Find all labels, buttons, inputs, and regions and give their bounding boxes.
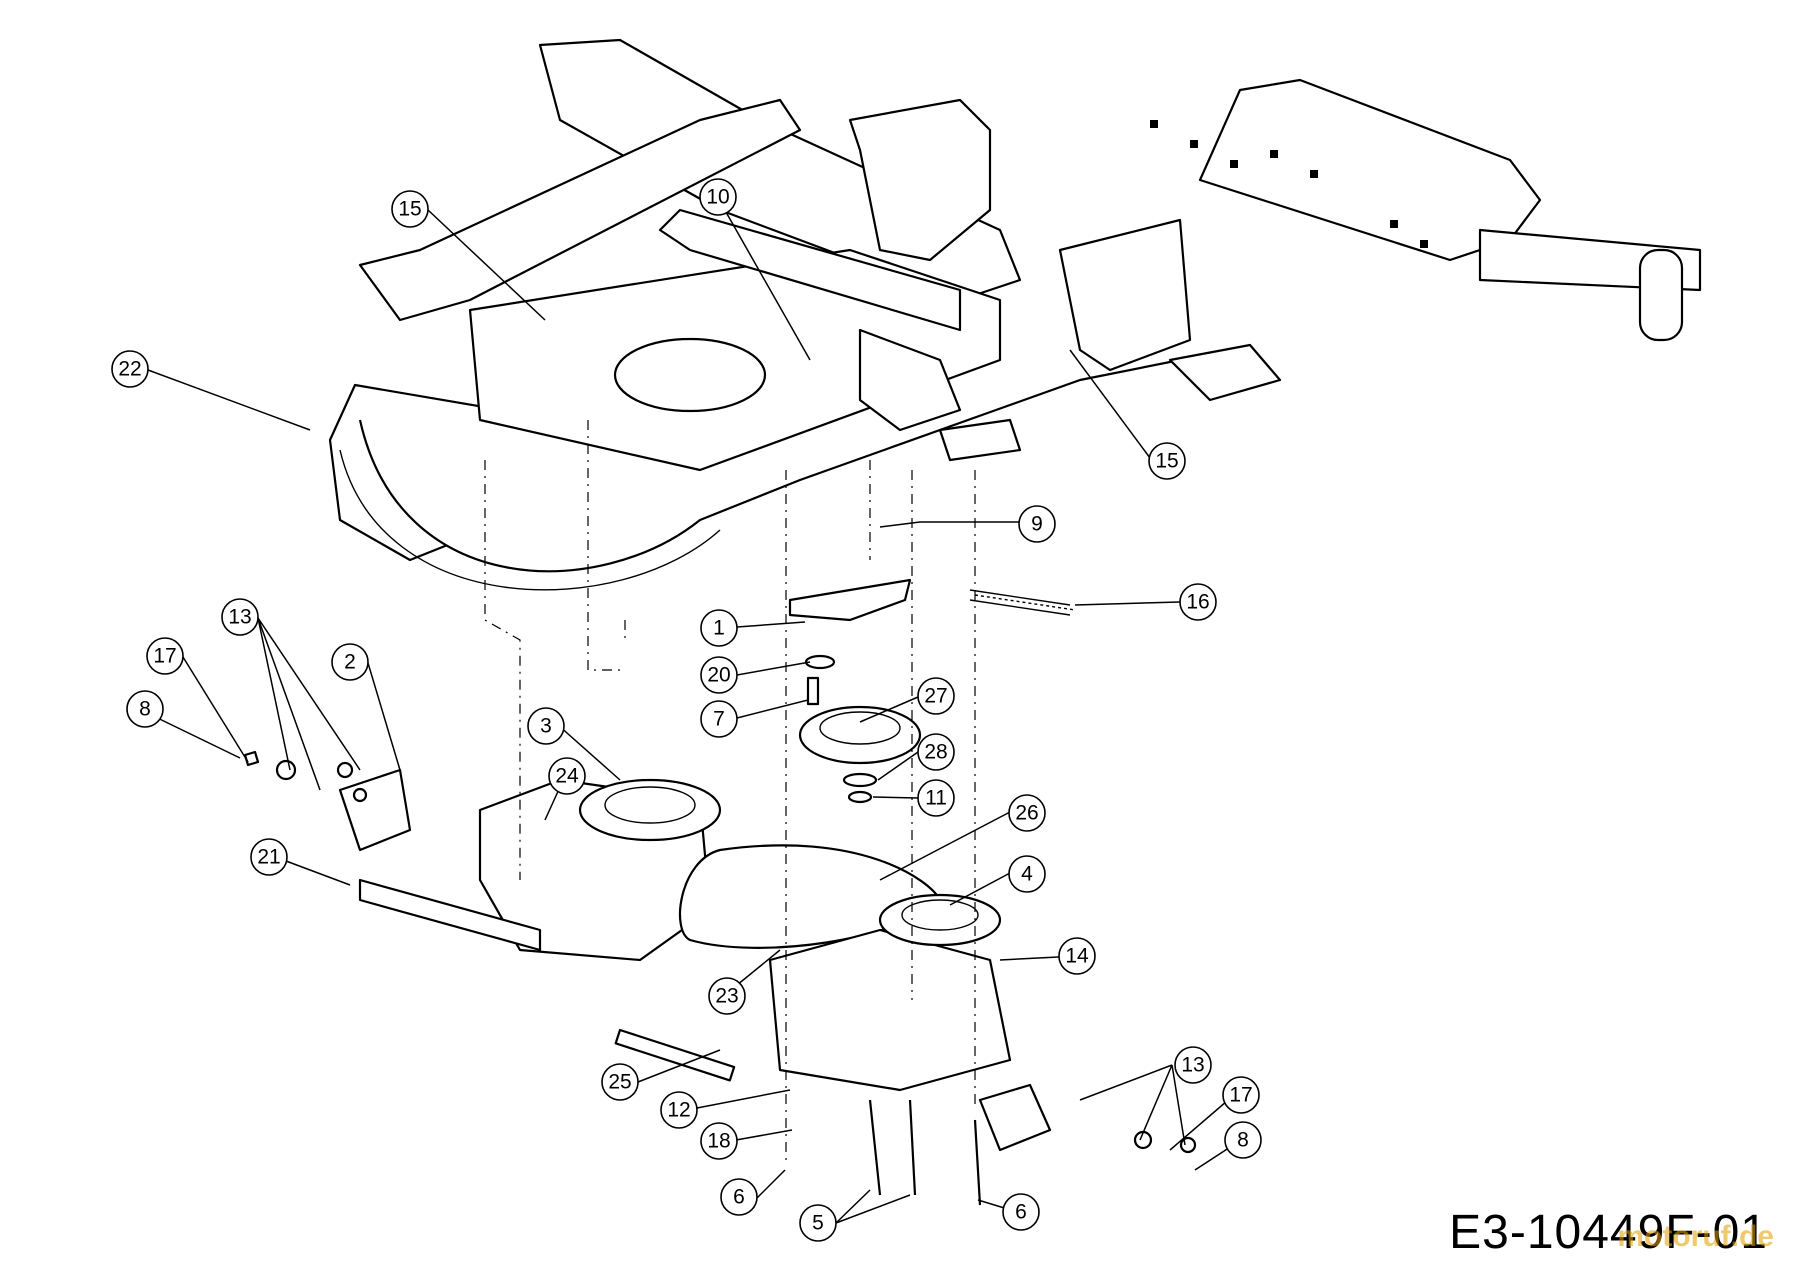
callout-7: 7 <box>700 700 738 738</box>
svg-text:11: 11 <box>925 787 947 810</box>
callout-2: 2 <box>331 643 369 681</box>
svg-text:17: 17 <box>153 645 176 668</box>
callout-1: 1 <box>700 609 738 647</box>
callout-13-right: 13 <box>1174 1046 1212 1084</box>
svg-text:23: 23 <box>715 985 738 1008</box>
svg-text:7: 7 <box>713 708 725 731</box>
callout-20: 20 <box>700 656 738 694</box>
callout-15-upper-left: 15 <box>391 190 429 228</box>
svg-text:15: 15 <box>1155 450 1178 473</box>
callout-9: 9 <box>1018 505 1056 543</box>
svg-text:17: 17 <box>1229 1084 1252 1107</box>
svg-text:3: 3 <box>540 715 552 738</box>
callout-8-left: 8 <box>126 690 164 728</box>
svg-text:18: 18 <box>707 1130 730 1153</box>
callout-17-left: 17 <box>146 637 184 675</box>
svg-text:25: 25 <box>608 1071 631 1094</box>
callout-3: 3 <box>527 707 565 745</box>
callout-11: 11 <box>917 779 955 817</box>
svg-text:8: 8 <box>1237 1129 1249 1152</box>
alignment-lines <box>484 420 976 1160</box>
svg-text:5: 5 <box>812 1212 824 1235</box>
left-transmission <box>243 750 722 962</box>
svg-text:14: 14 <box>1065 945 1089 968</box>
drawing-code: E3-10449F-01 <box>1449 1206 1768 1259</box>
svg-text:21: 21 <box>257 846 280 869</box>
leader-lines <box>142 197 1242 1224</box>
svg-text:1: 1 <box>713 617 725 640</box>
idler-assembly <box>788 578 1076 804</box>
svg-text:27: 27 <box>924 685 947 708</box>
callout-6-right: 6 <box>1002 1193 1040 1231</box>
svg-text:6: 6 <box>733 1186 745 1209</box>
callout-15-right: 15 <box>1148 442 1186 480</box>
callout-14: 14 <box>1058 937 1096 975</box>
callouts: 15 10 22 15 9 16 1 20 7 27 28 11 13 17 2… <box>111 178 1262 1242</box>
callout-10: 10 <box>699 178 737 216</box>
svg-text:28: 28 <box>924 741 947 764</box>
svg-text:12: 12 <box>667 1099 690 1122</box>
svg-text:24: 24 <box>555 765 579 788</box>
svg-text:8: 8 <box>139 698 151 721</box>
callout-13-left: 13 <box>221 598 259 636</box>
frame-assembly <box>328 38 1702 591</box>
svg-text:2: 2 <box>344 651 356 674</box>
svg-text:9: 9 <box>1031 513 1043 536</box>
svg-text:4: 4 <box>1021 863 1033 886</box>
svg-text:16: 16 <box>1186 591 1209 614</box>
callout-24: 24 <box>548 757 586 795</box>
callout-18: 18 <box>700 1122 738 1160</box>
callout-17-right: 17 <box>1222 1076 1260 1114</box>
callout-4: 4 <box>1008 855 1046 893</box>
callout-25: 25 <box>601 1063 639 1101</box>
right-transmission <box>614 893 1197 1206</box>
svg-text:20: 20 <box>707 664 730 687</box>
callout-22: 22 <box>111 350 149 388</box>
svg-text:26: 26 <box>1015 802 1038 825</box>
callout-5: 5 <box>799 1204 837 1242</box>
callout-23: 23 <box>708 977 746 1015</box>
svg-text:15: 15 <box>398 198 421 221</box>
callout-28: 28 <box>917 733 955 771</box>
svg-text:13: 13 <box>1181 1054 1204 1077</box>
svg-text:13: 13 <box>228 606 251 629</box>
svg-text:6: 6 <box>1015 1201 1027 1224</box>
callout-27: 27 <box>917 677 955 715</box>
callout-8-right: 8 <box>1224 1121 1262 1159</box>
svg-text:22: 22 <box>118 358 141 381</box>
watermark-logo: motoruf.de <box>1617 1220 1774 1253</box>
callout-26: 26 <box>1008 794 1046 832</box>
svg-text:10: 10 <box>706 186 729 209</box>
callout-16: 16 <box>1179 583 1217 621</box>
callout-12: 12 <box>660 1091 698 1129</box>
callout-6-left: 6 <box>720 1178 758 1216</box>
callout-21: 21 <box>250 838 288 876</box>
